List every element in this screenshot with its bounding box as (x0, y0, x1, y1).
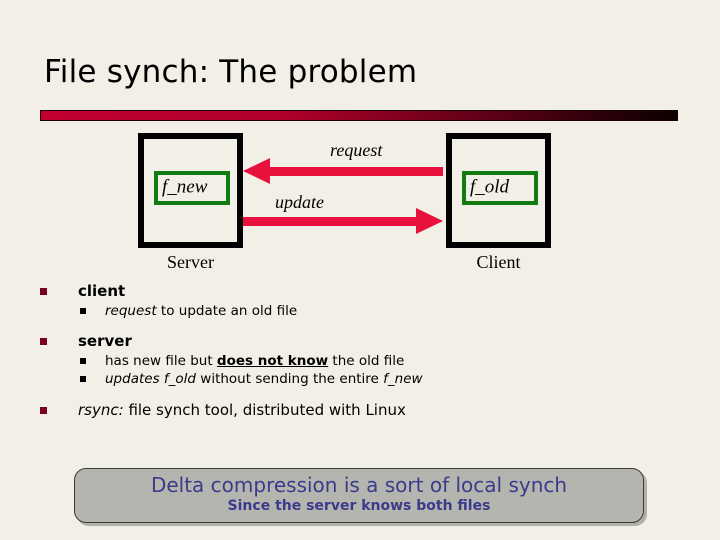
sub-bullet-emphasis-c: f_new (383, 371, 423, 388)
bullet-marker-square (40, 406, 47, 414)
sub-bullet-emphasis: request (105, 303, 157, 319)
client-file-chip: f_old (462, 171, 538, 205)
bullet-server: server (0, 332, 720, 350)
request-arrow-head (243, 158, 270, 184)
bullet-server-sub-1: has new file but does not know the old f… (0, 352, 720, 370)
sub-bullet-emphasis-a: updates f_old (105, 371, 196, 388)
sub-bullet-text-a: has new file but (105, 353, 217, 370)
client-file-label: f_old (470, 176, 510, 198)
bullet-marker-square (40, 338, 47, 346)
bullet-client-label: client (78, 282, 126, 300)
sub-bullet-marker-square (80, 358, 86, 365)
bullet-group-client: client request to update an old file (0, 282, 720, 320)
sub-bullet-text-c: the old file (328, 353, 405, 370)
page-title: File synch: The problem (44, 54, 418, 90)
sub-bullet-text: to update an old file (156, 303, 298, 319)
bullet-group-rsync: rsync: file synch tool, distributed with… (0, 401, 720, 419)
server-file-chip: f_new (154, 171, 230, 205)
request-arrow-shaft (269, 167, 443, 176)
sub-bullet-emphasis-underline: does not know (216, 353, 329, 370)
callout-box: Delta compression is a sort of local syn… (74, 468, 644, 523)
bullet-group-server: server has new file but does not know th… (0, 332, 720, 388)
client-caption: Client (476, 252, 521, 272)
update-arrow-icon (243, 208, 443, 234)
bullet-server-sub-2: updates f_old without sending the entire… (0, 370, 720, 388)
sub-bullet-marker-square (80, 308, 86, 314)
bullet-rsync-text: file synch tool, distributed with Linux (123, 400, 406, 419)
bullet-rsync: rsync: file synch tool, distributed with… (0, 401, 720, 419)
bullet-server-label: server (78, 332, 132, 351)
title-accent-bar (40, 110, 678, 121)
client-node: f_old (446, 133, 551, 248)
callout-main-text: Delta compression is a sort of local syn… (150, 473, 568, 497)
server-caption: Server (167, 252, 214, 272)
server-node: f_new (138, 133, 243, 248)
bullet-list: client request to update an old file ser… (0, 282, 720, 431)
request-arrow-label: request (330, 140, 383, 160)
bullet-rsync-emphasis: rsync: (78, 400, 124, 419)
callout-sub-text: Since the server knows both files (227, 498, 491, 514)
bullet-client-sub-1: request to update an old file (0, 302, 720, 320)
sub-bullet-marker-square (80, 376, 86, 383)
update-arrow-label: update (275, 192, 324, 212)
server-file-label: f_new (162, 176, 208, 198)
sub-bullet-text-b: without sending the entire (195, 371, 384, 388)
update-arrow-head (416, 208, 443, 234)
synch-diagram: f_new Server f_old Client request update (0, 130, 720, 280)
update-arrow-shaft (243, 217, 417, 226)
bullet-marker-square (40, 288, 47, 295)
request-arrow-icon (243, 158, 443, 184)
bullet-client: client (0, 282, 720, 300)
